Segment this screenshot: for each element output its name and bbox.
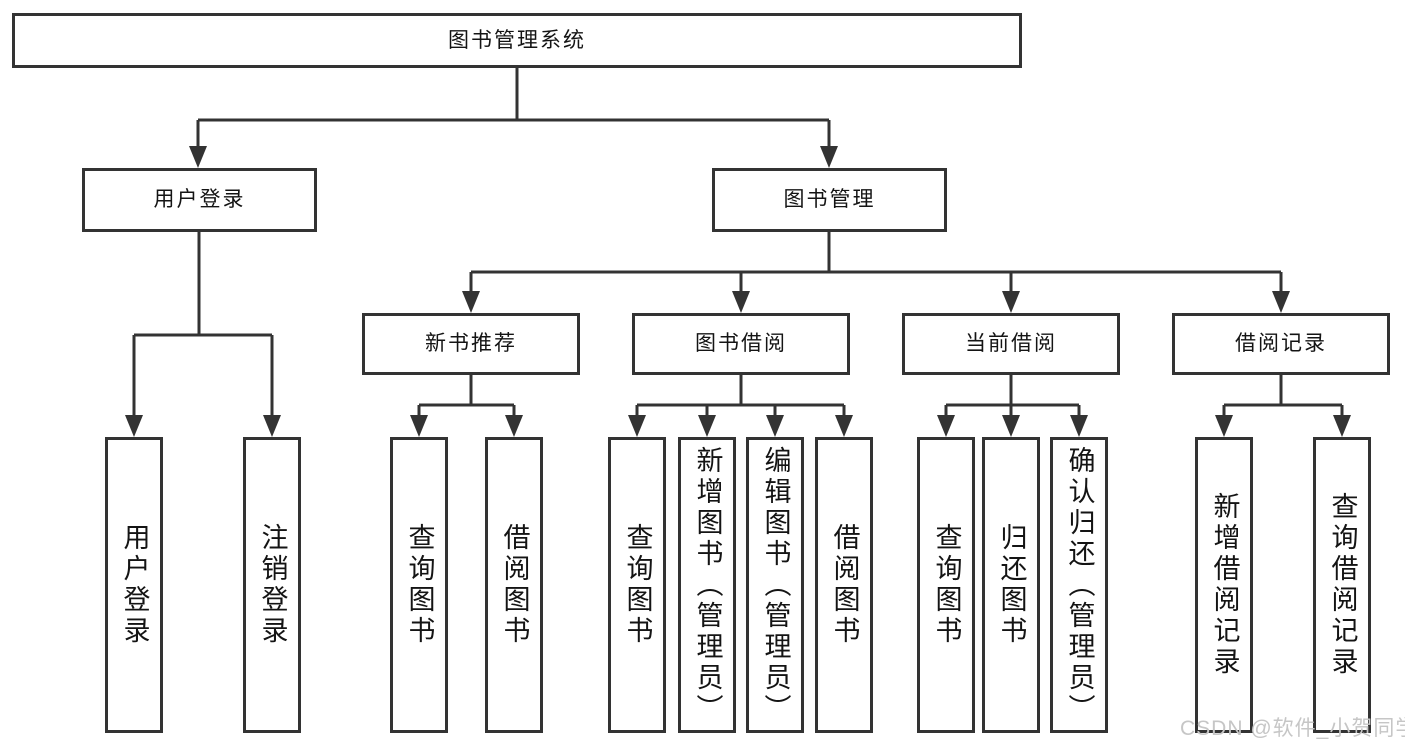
node-borrow-records: 借阅记录 (1172, 313, 1390, 375)
leaf-query-borrow-record: 查询借阅记录 (1313, 437, 1371, 733)
node-root: 图书管理系统 (12, 13, 1022, 68)
leaf-return-books: 归还图书 (982, 437, 1040, 733)
leaf-confirm-return-admin: 确认归还（管理员） (1050, 437, 1108, 733)
node-current-borrow: 当前借阅 (902, 313, 1120, 375)
node-book-borrow: 图书借阅 (632, 313, 850, 375)
leaf-user-login: 用户登录 (105, 437, 163, 733)
node-book-management: 图书管理 (712, 168, 947, 232)
node-user-login: 用户登录 (82, 168, 317, 232)
node-new-book-recommend: 新书推荐 (362, 313, 580, 375)
leaf-add-borrow-record: 新增借阅记录 (1195, 437, 1253, 733)
leaf-query-books-borrow: 查询图书 (608, 437, 666, 733)
arrowheads (125, 146, 1351, 437)
leaf-edit-book-admin: 编辑图书（管理员） (746, 437, 804, 733)
leaf-query-books-recommend: 查询图书 (390, 437, 448, 733)
leaf-borrow-books: 借阅图书 (815, 437, 873, 733)
leaf-add-book-admin: 新增图书（管理员） (678, 437, 736, 733)
leaf-logout: 注销登录 (243, 437, 301, 733)
leaf-borrow-books-recommend: 借阅图书 (485, 437, 543, 733)
leaf-query-books-current: 查询图书 (917, 437, 975, 733)
watermark: CSDN @软件_小贺同学 (1180, 717, 1405, 740)
